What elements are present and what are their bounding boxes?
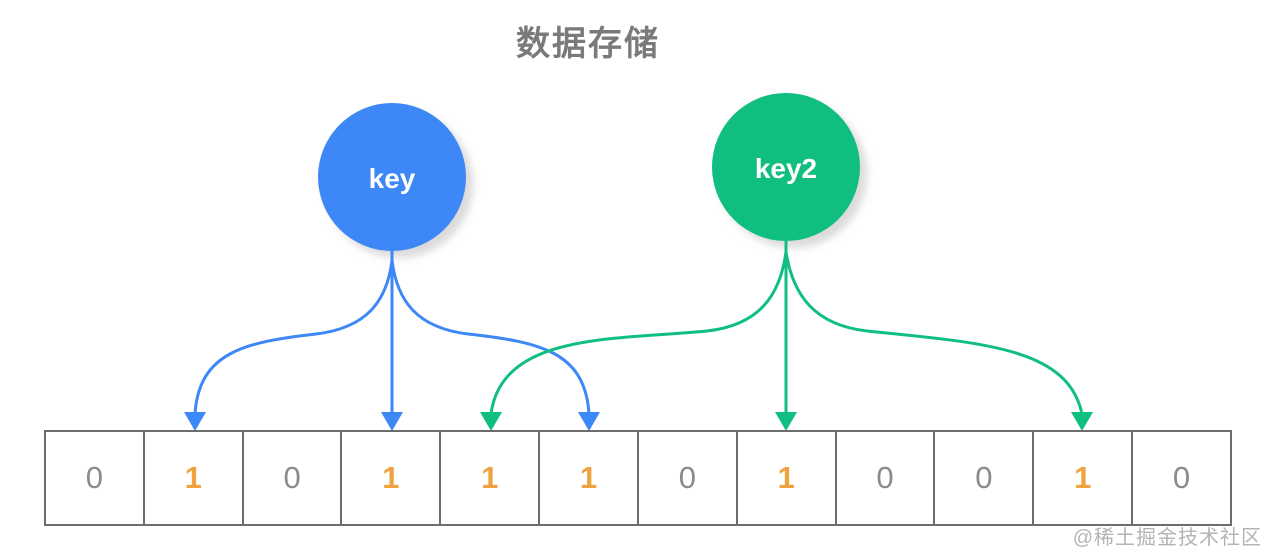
bit-value: 0 — [283, 460, 301, 495]
bit-array: 0 1 0 1 1 1 0 1 0 0 1 0 — [44, 430, 1232, 526]
key-node-circle — [318, 103, 466, 251]
key2-node-circle — [712, 93, 860, 241]
bit-value: 1 — [777, 460, 795, 495]
bit-value: 1 — [579, 460, 598, 495]
key-arrowheads — [184, 412, 600, 431]
bit-cell: 1 — [738, 432, 837, 524]
key-arrow-group — [193, 249, 591, 416]
arrowhead-down-icon — [381, 412, 403, 431]
bit-cell: 0 — [244, 432, 343, 524]
key2-arrow-group — [489, 239, 1084, 416]
bit-cell: 1 — [540, 432, 639, 524]
key-arrow-left-path — [193, 249, 394, 416]
arrowhead-down-icon — [775, 412, 797, 431]
key-node-label: key — [369, 163, 416, 194]
arrowhead-down-icon — [480, 412, 502, 431]
key2-arrow-left-path — [489, 239, 788, 416]
bit-value: 0 — [876, 460, 894, 495]
key2-arrowheads — [480, 412, 1093, 431]
bit-cell: 0 — [1133, 432, 1230, 524]
bit-value: 1 — [184, 460, 202, 495]
bit-value: 1 — [1074, 460, 1092, 495]
bit-cell: 1 — [1034, 432, 1134, 524]
bit-cell: 0 — [935, 432, 1035, 524]
bit-cell: 0 — [46, 432, 145, 524]
arrowhead-down-icon — [1071, 412, 1093, 431]
bit-cell: 1 — [441, 432, 541, 524]
key2-arrow-right-path — [784, 250, 1084, 416]
diagram-title: 数据存储 — [516, 25, 660, 63]
watermark: @稀土掘金技术社区 — [1072, 527, 1262, 549]
bit-value: 1 — [481, 460, 499, 495]
bit-value: 0 — [678, 460, 696, 495]
bit-cell: 0 — [837, 432, 936, 524]
bit-value: 0 — [85, 460, 104, 495]
key2-node-label: key2 — [755, 153, 817, 184]
bit-value: 1 — [382, 460, 400, 495]
key-arrow-right-path — [390, 258, 591, 416]
bit-cell: 0 — [639, 432, 738, 524]
bit-value: 0 — [975, 460, 993, 495]
bit-cell: 1 — [145, 432, 244, 524]
bit-cell: 1 — [342, 432, 442, 524]
arrowhead-down-icon — [578, 412, 600, 431]
bit-value: 0 — [1172, 460, 1191, 495]
arrowhead-down-icon — [184, 412, 206, 431]
